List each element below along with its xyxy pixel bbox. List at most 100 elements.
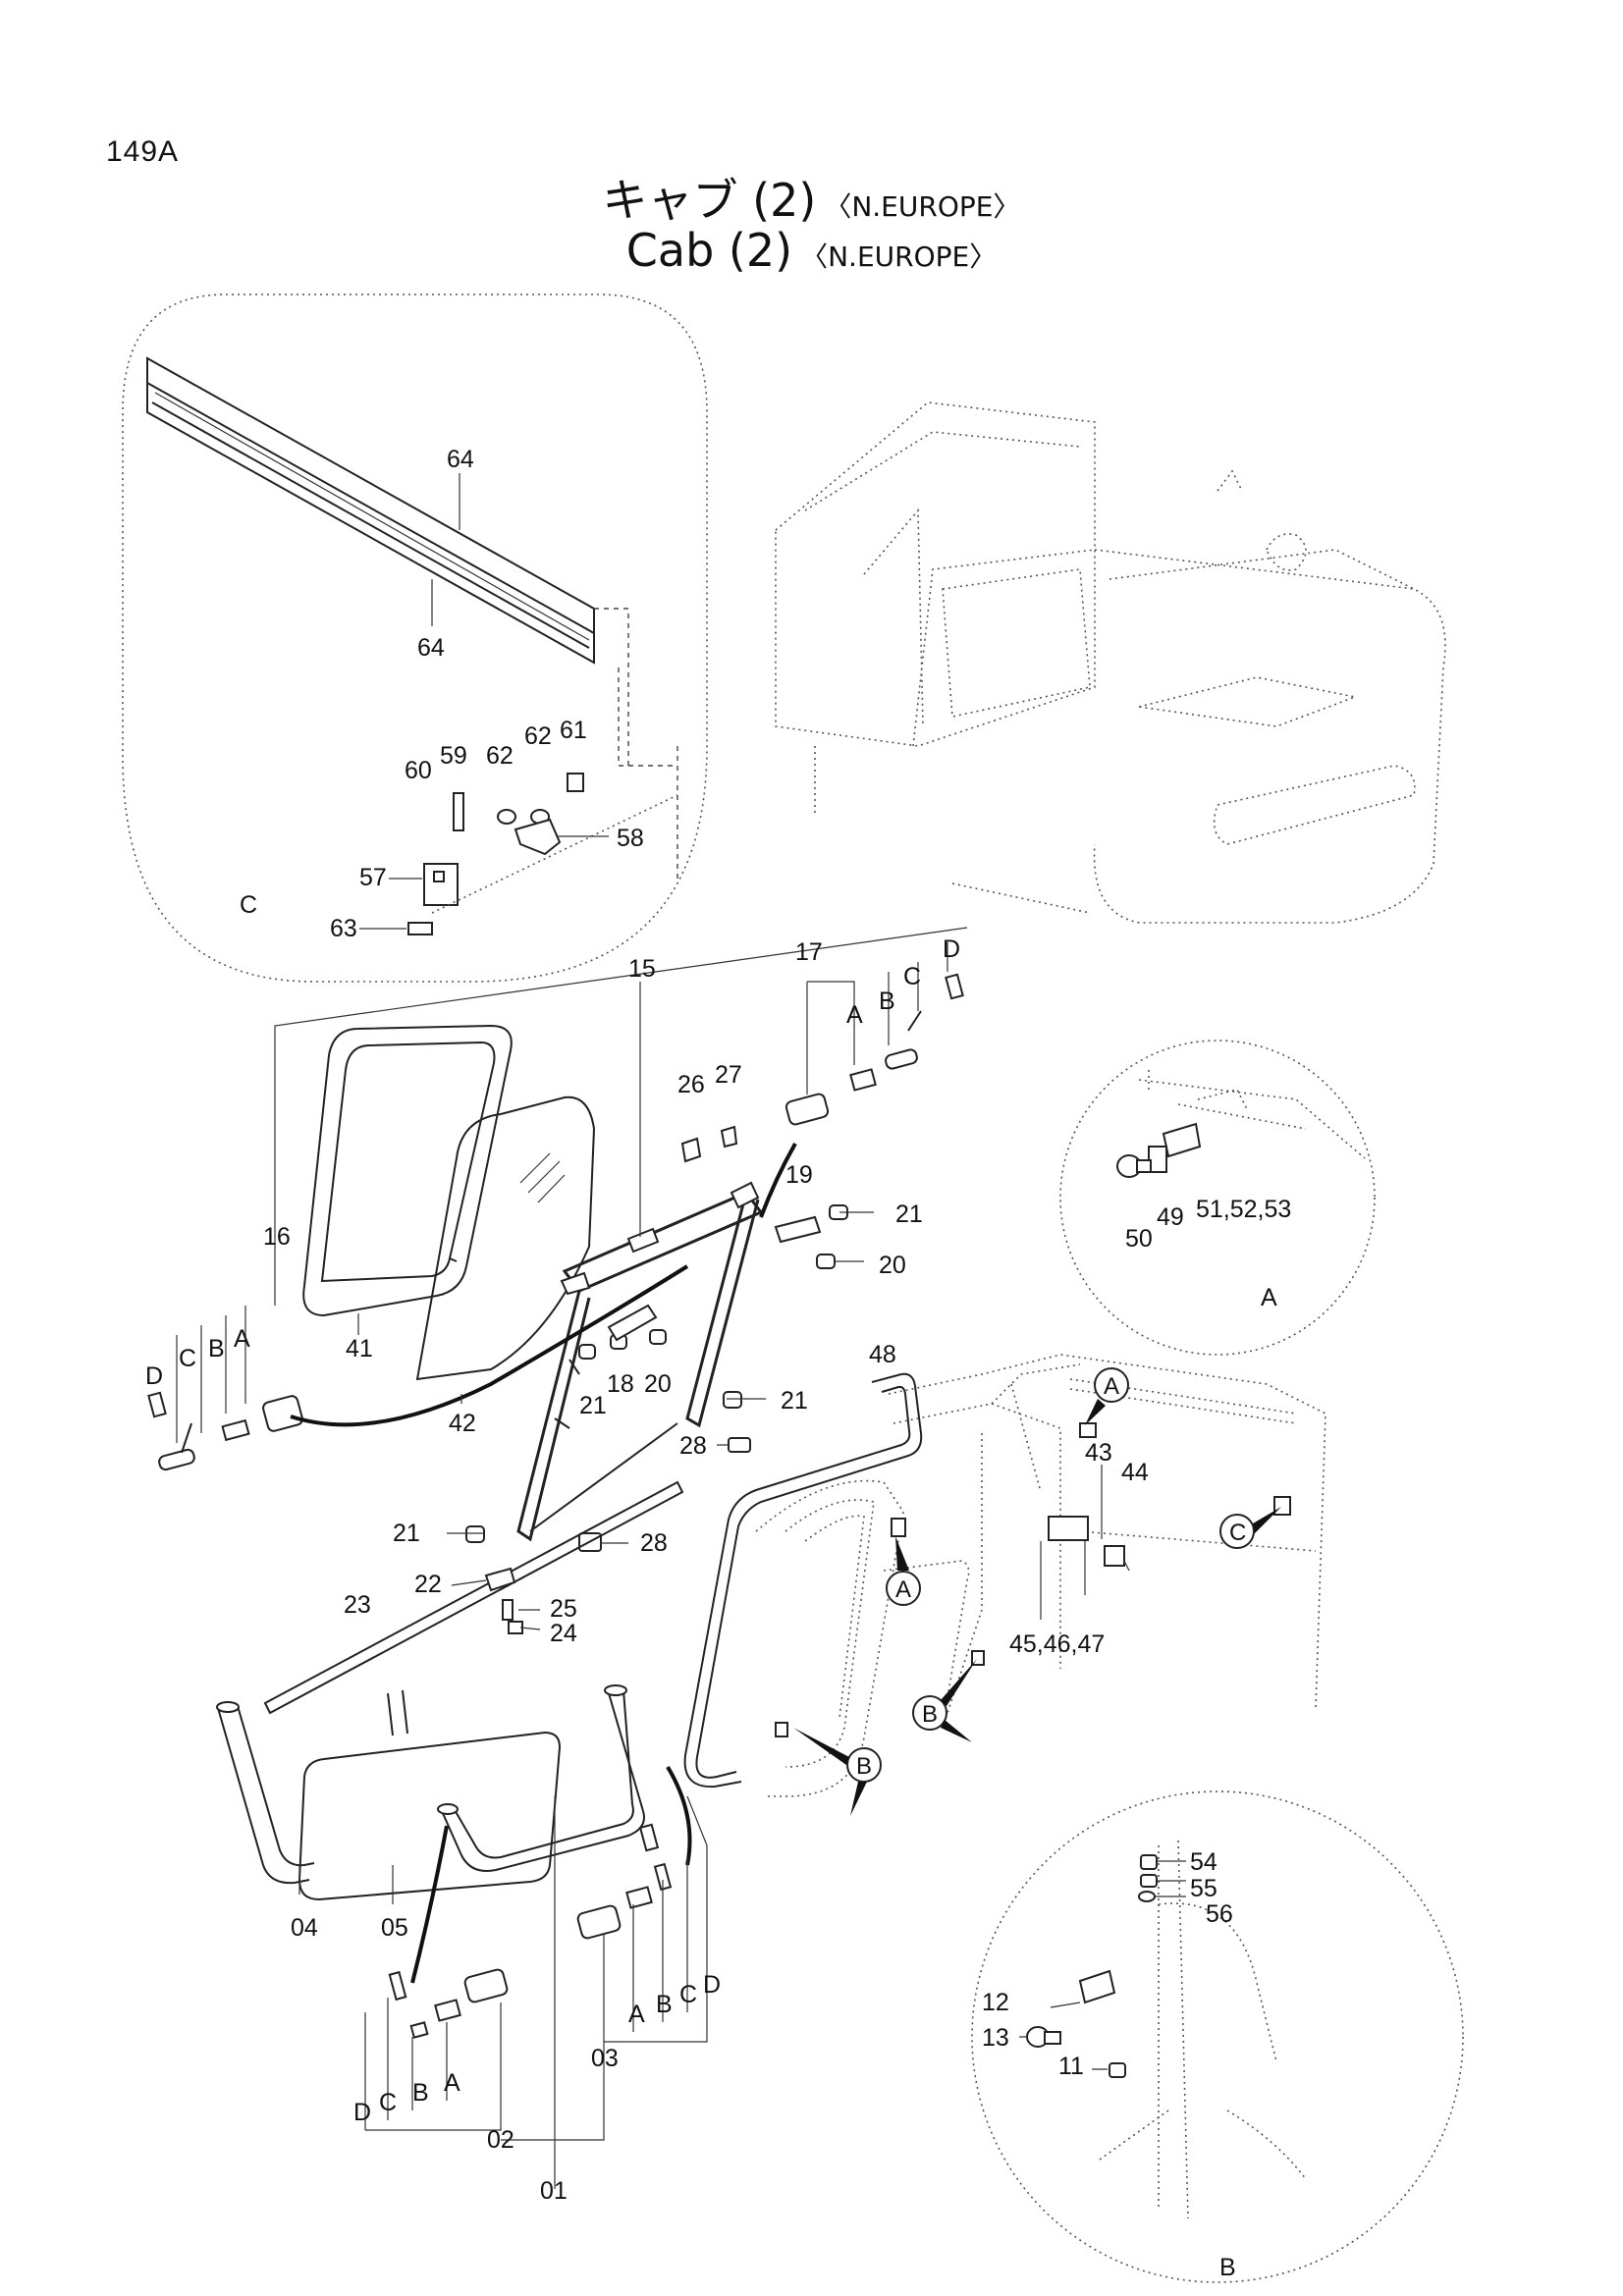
lock-part-58 — [514, 818, 562, 856]
nut-part-20-top — [816, 1254, 836, 1269]
label-43: 43 — [1085, 1439, 1112, 1467]
label-02-b: B — [412, 2079, 429, 2107]
label-02-c: C — [379, 2089, 397, 2116]
label-21-d: 21 — [393, 1520, 420, 1547]
label-17-c: C — [903, 963, 921, 990]
ref-c-text: C — [1229, 1520, 1246, 1546]
callout-labels: 15 17 16 41 42 26 27 19 21 20 21 18 20 2… — [145, 935, 1291, 2281]
label-55: 55 — [1190, 1875, 1217, 1902]
label-detail-c: C — [240, 891, 257, 919]
nut-part-11 — [1109, 2062, 1126, 2078]
handrail-part-48 — [683, 1372, 923, 1789]
clip-part-26 — [680, 1137, 702, 1163]
detail-c-bubble: 64 64 60 59 62 62 61 58 57 63 C — [122, 294, 708, 983]
label-03-b: B — [656, 1991, 673, 2018]
label-48: 48 — [869, 1341, 896, 1368]
label-17-a: A — [846, 1001, 863, 1029]
title-jp-region: 〈N.EUROPE〉 — [824, 190, 1021, 223]
label-23: 23 — [344, 1591, 371, 1619]
label-61: 61 — [560, 717, 587, 744]
machine-overview — [775, 401, 1446, 924]
label-28-b: 28 — [640, 1529, 668, 1557]
striker-part-43 — [1048, 1516, 1089, 1541]
ref-b-right-text: B — [922, 1701, 938, 1728]
washer-part-62 — [497, 809, 550, 825]
label-12: 12 — [982, 1989, 1009, 2016]
label-45-46-47: 45,46,47 — [1009, 1630, 1105, 1658]
bracket-at-a-top — [1079, 1422, 1097, 1438]
label-51-52-53: 51,52,53 — [1196, 1196, 1291, 1223]
nut-part-24 — [508, 1621, 523, 1634]
ref-circle-a-low — [886, 1571, 921, 1606]
bolt-part-19 — [774, 1215, 822, 1244]
seal-part-41 — [302, 1024, 513, 1317]
cap-part-28-top — [728, 1437, 751, 1453]
cable-right — [759, 1143, 797, 1218]
label-21-b: 21 — [579, 1392, 607, 1419]
label-58: 58 — [617, 825, 644, 852]
label-02-d: D — [353, 2099, 371, 2126]
ref-a-top-text: A — [1104, 1373, 1119, 1400]
hinge-at-a-low — [891, 1518, 906, 1537]
rail-part-64 — [146, 356, 595, 665]
label-22: 22 — [414, 1571, 442, 1598]
label-62-right: 62 — [524, 722, 552, 750]
label-13: 13 — [982, 2024, 1009, 2052]
title-jp-main: キャブ (2) — [602, 174, 817, 227]
clip-part-27 — [720, 1125, 738, 1148]
ref-circle-a-top — [1094, 1367, 1129, 1403]
label-16: 16 — [263, 1223, 291, 1251]
title-en-main: Cab (2) — [625, 224, 793, 277]
nut-part-20-mid — [649, 1329, 667, 1345]
label-41: 41 — [346, 1335, 373, 1362]
label-54: 54 — [1190, 1848, 1217, 1876]
label-02-a: A — [444, 2069, 460, 2097]
label-detail-a: A — [1261, 1284, 1277, 1311]
label-03-a: A — [628, 2001, 645, 2028]
label-05: 05 — [381, 1914, 408, 1942]
label-24: 24 — [550, 1620, 577, 1647]
label-56: 56 — [1206, 1900, 1233, 1928]
label-26: 26 — [677, 1071, 705, 1098]
bolt-part-50 — [1116, 1154, 1152, 1178]
bolt-part-13 — [1026, 2026, 1061, 2048]
ref-circle-c — [1219, 1514, 1255, 1549]
label-17-d: D — [943, 935, 960, 963]
label-16-a: A — [234, 1325, 250, 1353]
plate-part-51 — [1162, 1122, 1202, 1158]
handrail-part-04 — [216, 1701, 315, 1885]
label-62-left: 62 — [486, 742, 514, 770]
reference-circles: A A B B C — [793, 1367, 1281, 1816]
latch-part-16 — [147, 1391, 303, 1471]
bolt-part-25 — [502, 1599, 514, 1621]
title-en-region: 〈N.EUROPE〉 — [800, 240, 998, 273]
cable-lower-left — [410, 1825, 449, 1984]
glass-part-05 — [298, 1689, 562, 1901]
label-57: 57 — [359, 864, 387, 891]
handrail-part-01 — [437, 1684, 645, 1872]
ref-b-left-text: B — [856, 1753, 872, 1780]
ref-circle-b-right — [912, 1695, 947, 1731]
detail-a-circle — [1059, 1040, 1376, 1356]
label-28-a: 28 — [679, 1432, 707, 1460]
pin-part-59 — [453, 792, 464, 831]
screw-part-63 — [407, 922, 433, 935]
window-glass-assembly — [147, 973, 964, 1715]
bolt-part-61 — [567, 773, 584, 792]
nut-part-55 — [1140, 1874, 1158, 1888]
cap-part-54 — [1140, 1854, 1158, 1870]
label-49: 49 — [1157, 1203, 1184, 1231]
label-27: 27 — [715, 1061, 742, 1089]
label-20-a: 20 — [879, 1252, 906, 1279]
bracket-part-22 — [484, 1567, 516, 1592]
label-50: 50 — [1125, 1225, 1153, 1253]
detail-b-circle — [971, 1790, 1464, 2283]
page-code: 149A — [106, 135, 180, 168]
latch-part-02 — [388, 1968, 509, 2039]
bracket-part-57 — [423, 863, 459, 906]
label-01: 01 — [540, 2177, 568, 2205]
label-59: 59 — [440, 742, 467, 770]
hinge-part-12 — [1078, 1969, 1116, 2004]
label-63: 63 — [330, 915, 357, 942]
